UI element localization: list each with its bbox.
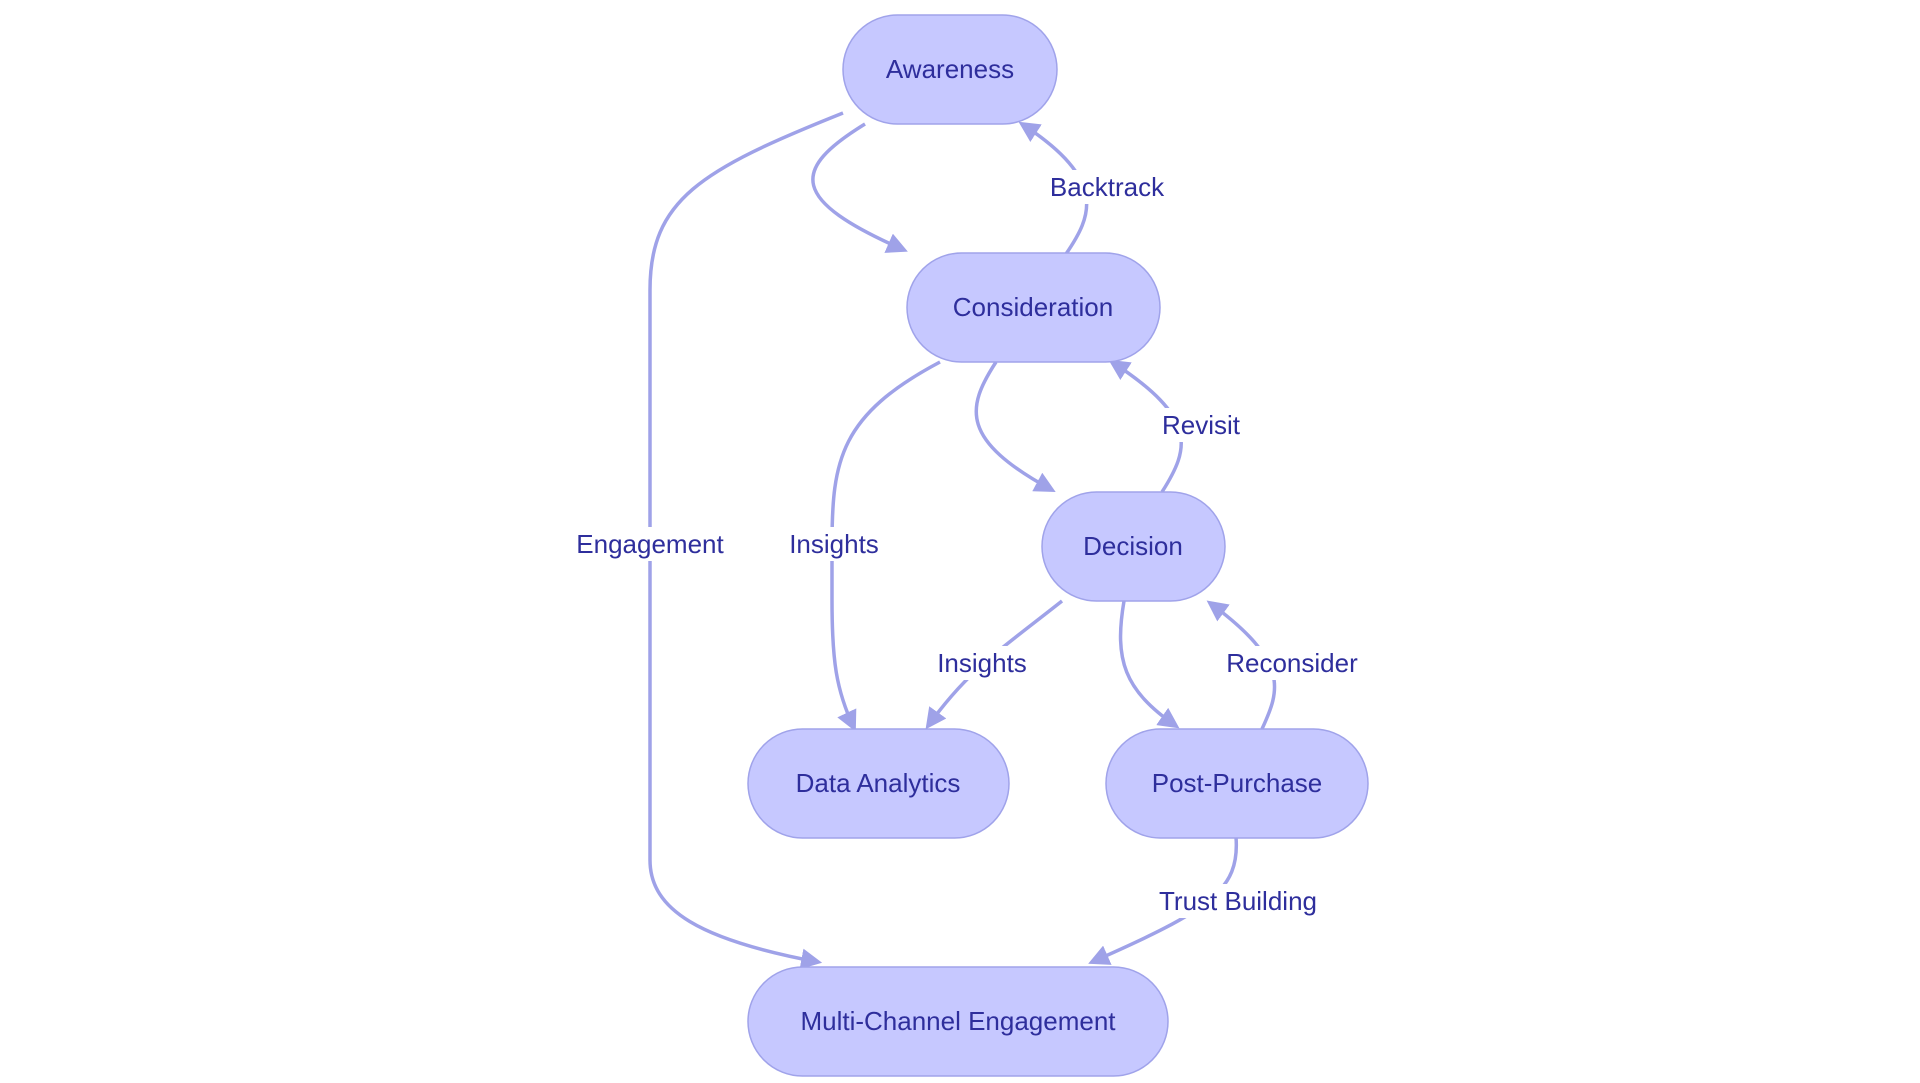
edge-label-revisit: Revisit — [1156, 408, 1246, 442]
svg-text:Insights: Insights — [937, 648, 1027, 678]
edge-labels: Backtrack Revisit Insights Insights Reco… — [568, 170, 1364, 918]
svg-text:Revisit: Revisit — [1162, 410, 1241, 440]
edge-label-reconsider: Reconsider — [1220, 646, 1364, 680]
svg-text:Backtrack: Backtrack — [1050, 172, 1165, 202]
svg-text:Insights: Insights — [789, 529, 879, 559]
svg-text:Data Analytics: Data Analytics — [796, 768, 961, 798]
node-decision[interactable]: Decision — [1041, 491, 1226, 602]
nodes: Awareness Consideration Decision Data An… — [747, 14, 1369, 1077]
edge-consideration-to-decision — [974, 361, 1056, 493]
node-awareness[interactable]: Awareness — [842, 14, 1058, 125]
svg-text:Reconsider: Reconsider — [1226, 648, 1358, 678]
edge-label-engagement: Engagement — [568, 527, 732, 561]
edge-label-backtrack: Backtrack — [1040, 170, 1174, 204]
edge-awareness-to-multi-channel — [648, 111, 844, 970]
node-post-purchase[interactable]: Post-Purchase — [1105, 728, 1369, 839]
svg-text:Trust Building: Trust Building — [1159, 886, 1317, 916]
node-multi-channel-engagement[interactable]: Multi-Channel Engagement — [747, 966, 1169, 1077]
edge-label-trust-building: Trust Building — [1150, 884, 1326, 918]
node-consideration[interactable]: Consideration — [906, 252, 1161, 363]
edge-decision-to-post-purchase — [1118, 600, 1180, 729]
edge-label-insights-decision: Insights — [932, 646, 1032, 680]
svg-text:Decision: Decision — [1083, 531, 1183, 561]
svg-text:Post-Purchase: Post-Purchase — [1152, 768, 1323, 798]
edge-awareness-to-consideration — [811, 122, 908, 253]
svg-text:Awareness: Awareness — [886, 54, 1014, 84]
edge-label-insights-consideration: Insights — [784, 527, 884, 561]
node-data-analytics[interactable]: Data Analytics — [747, 728, 1010, 839]
svg-text:Multi-Channel Engagement: Multi-Channel Engagement — [800, 1006, 1116, 1036]
svg-text:Consideration: Consideration — [953, 292, 1113, 322]
svg-text:Engagement: Engagement — [576, 529, 724, 559]
